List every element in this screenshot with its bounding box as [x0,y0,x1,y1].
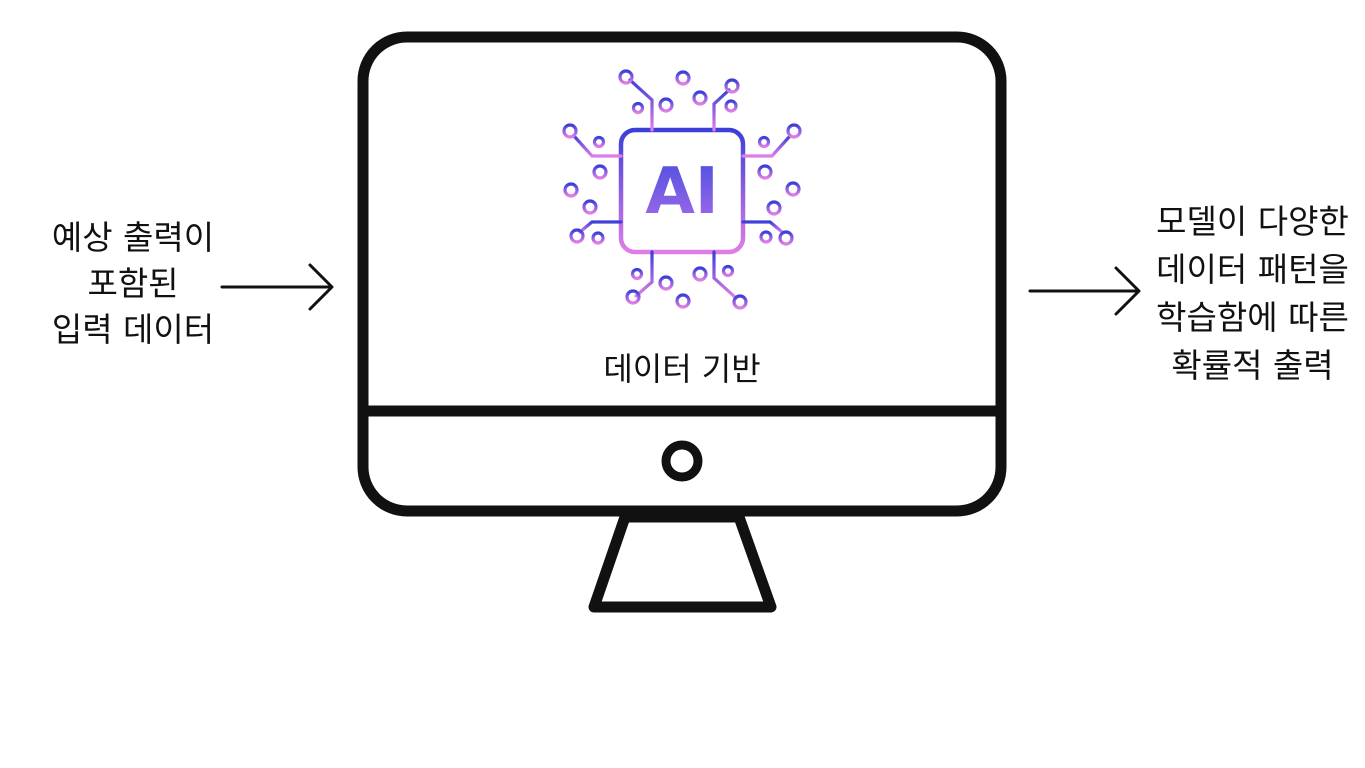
input-label-line: 예상 출력이 [51,218,215,257]
screen-caption: 데이터 기반 [603,350,761,388]
input-arrow-icon [220,263,334,311]
input-data-label: 예상 출력이 포함된 입력 데이터 [22,215,244,353]
power-button-icon [661,440,703,482]
output-label-line: 데이터 패턴을 [1156,250,1349,289]
monitor-stand [588,511,777,613]
monitor-frame [357,31,1007,517]
output-arrow-icon [1028,266,1141,316]
input-label-line: 입력 데이터 [51,310,215,349]
output-label-line: 학습함에 따른 [1156,298,1349,337]
output-label-line: 확률적 출력 [1171,346,1334,385]
ai-chip-icon [562,69,802,310]
ai-chip-label: AI [645,155,718,229]
input-label-line: 포함된 [87,264,179,303]
monitor-icon [357,31,1007,613]
output-label-line: 모델이 다양한 [1156,202,1349,241]
output-label: 모델이 다양한 데이터 패턴을 학습함에 따른 확률적 출력 [1140,198,1365,390]
